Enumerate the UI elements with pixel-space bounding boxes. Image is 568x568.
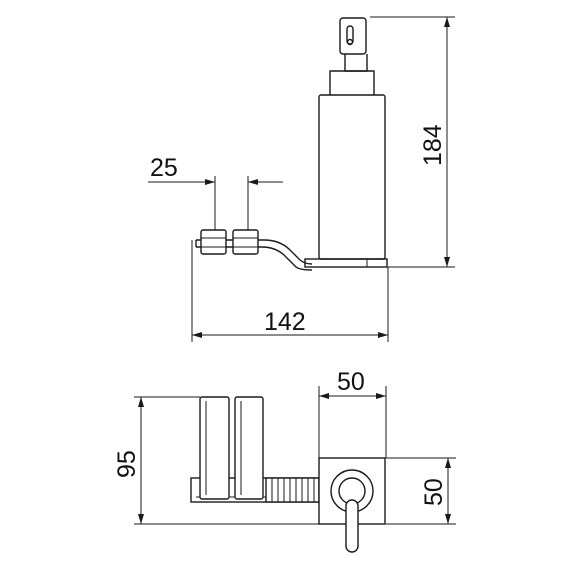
- wall-blocks-front: [200, 229, 259, 255]
- soap-container-front: [318, 94, 386, 260]
- dimension-container-depth: 50: [386, 457, 456, 525]
- pump-top: [330, 469, 374, 553]
- dimension-label-50-width: 50: [337, 368, 365, 396]
- dimension-overall-width: 142: [191, 240, 389, 342]
- dimension-label-25: 25: [150, 154, 178, 182]
- dimension-label-184: 184: [419, 124, 447, 166]
- dimension-label-50-depth: 50: [420, 478, 448, 506]
- front-view: 25 184 142: [148, 16, 455, 342]
- dimension-overall-depth: 95: [113, 396, 319, 525]
- wall-blocks-top: [199, 396, 264, 500]
- pump-head: [339, 17, 368, 72]
- ribbed-connector: [265, 477, 320, 503]
- dimension-container-width: 50: [318, 368, 387, 458]
- dimension-label-142: 142: [264, 308, 306, 336]
- dimension-overall-height: 184: [370, 16, 455, 268]
- bracket-arm: [195, 239, 313, 271]
- dimension-label-95: 95: [113, 450, 141, 478]
- dimension-bracket-pitch: 25: [148, 154, 283, 230]
- pump-collar: [329, 70, 375, 95]
- top-view: 50 95 50: [113, 368, 456, 553]
- mounting-plate: [304, 258, 388, 268]
